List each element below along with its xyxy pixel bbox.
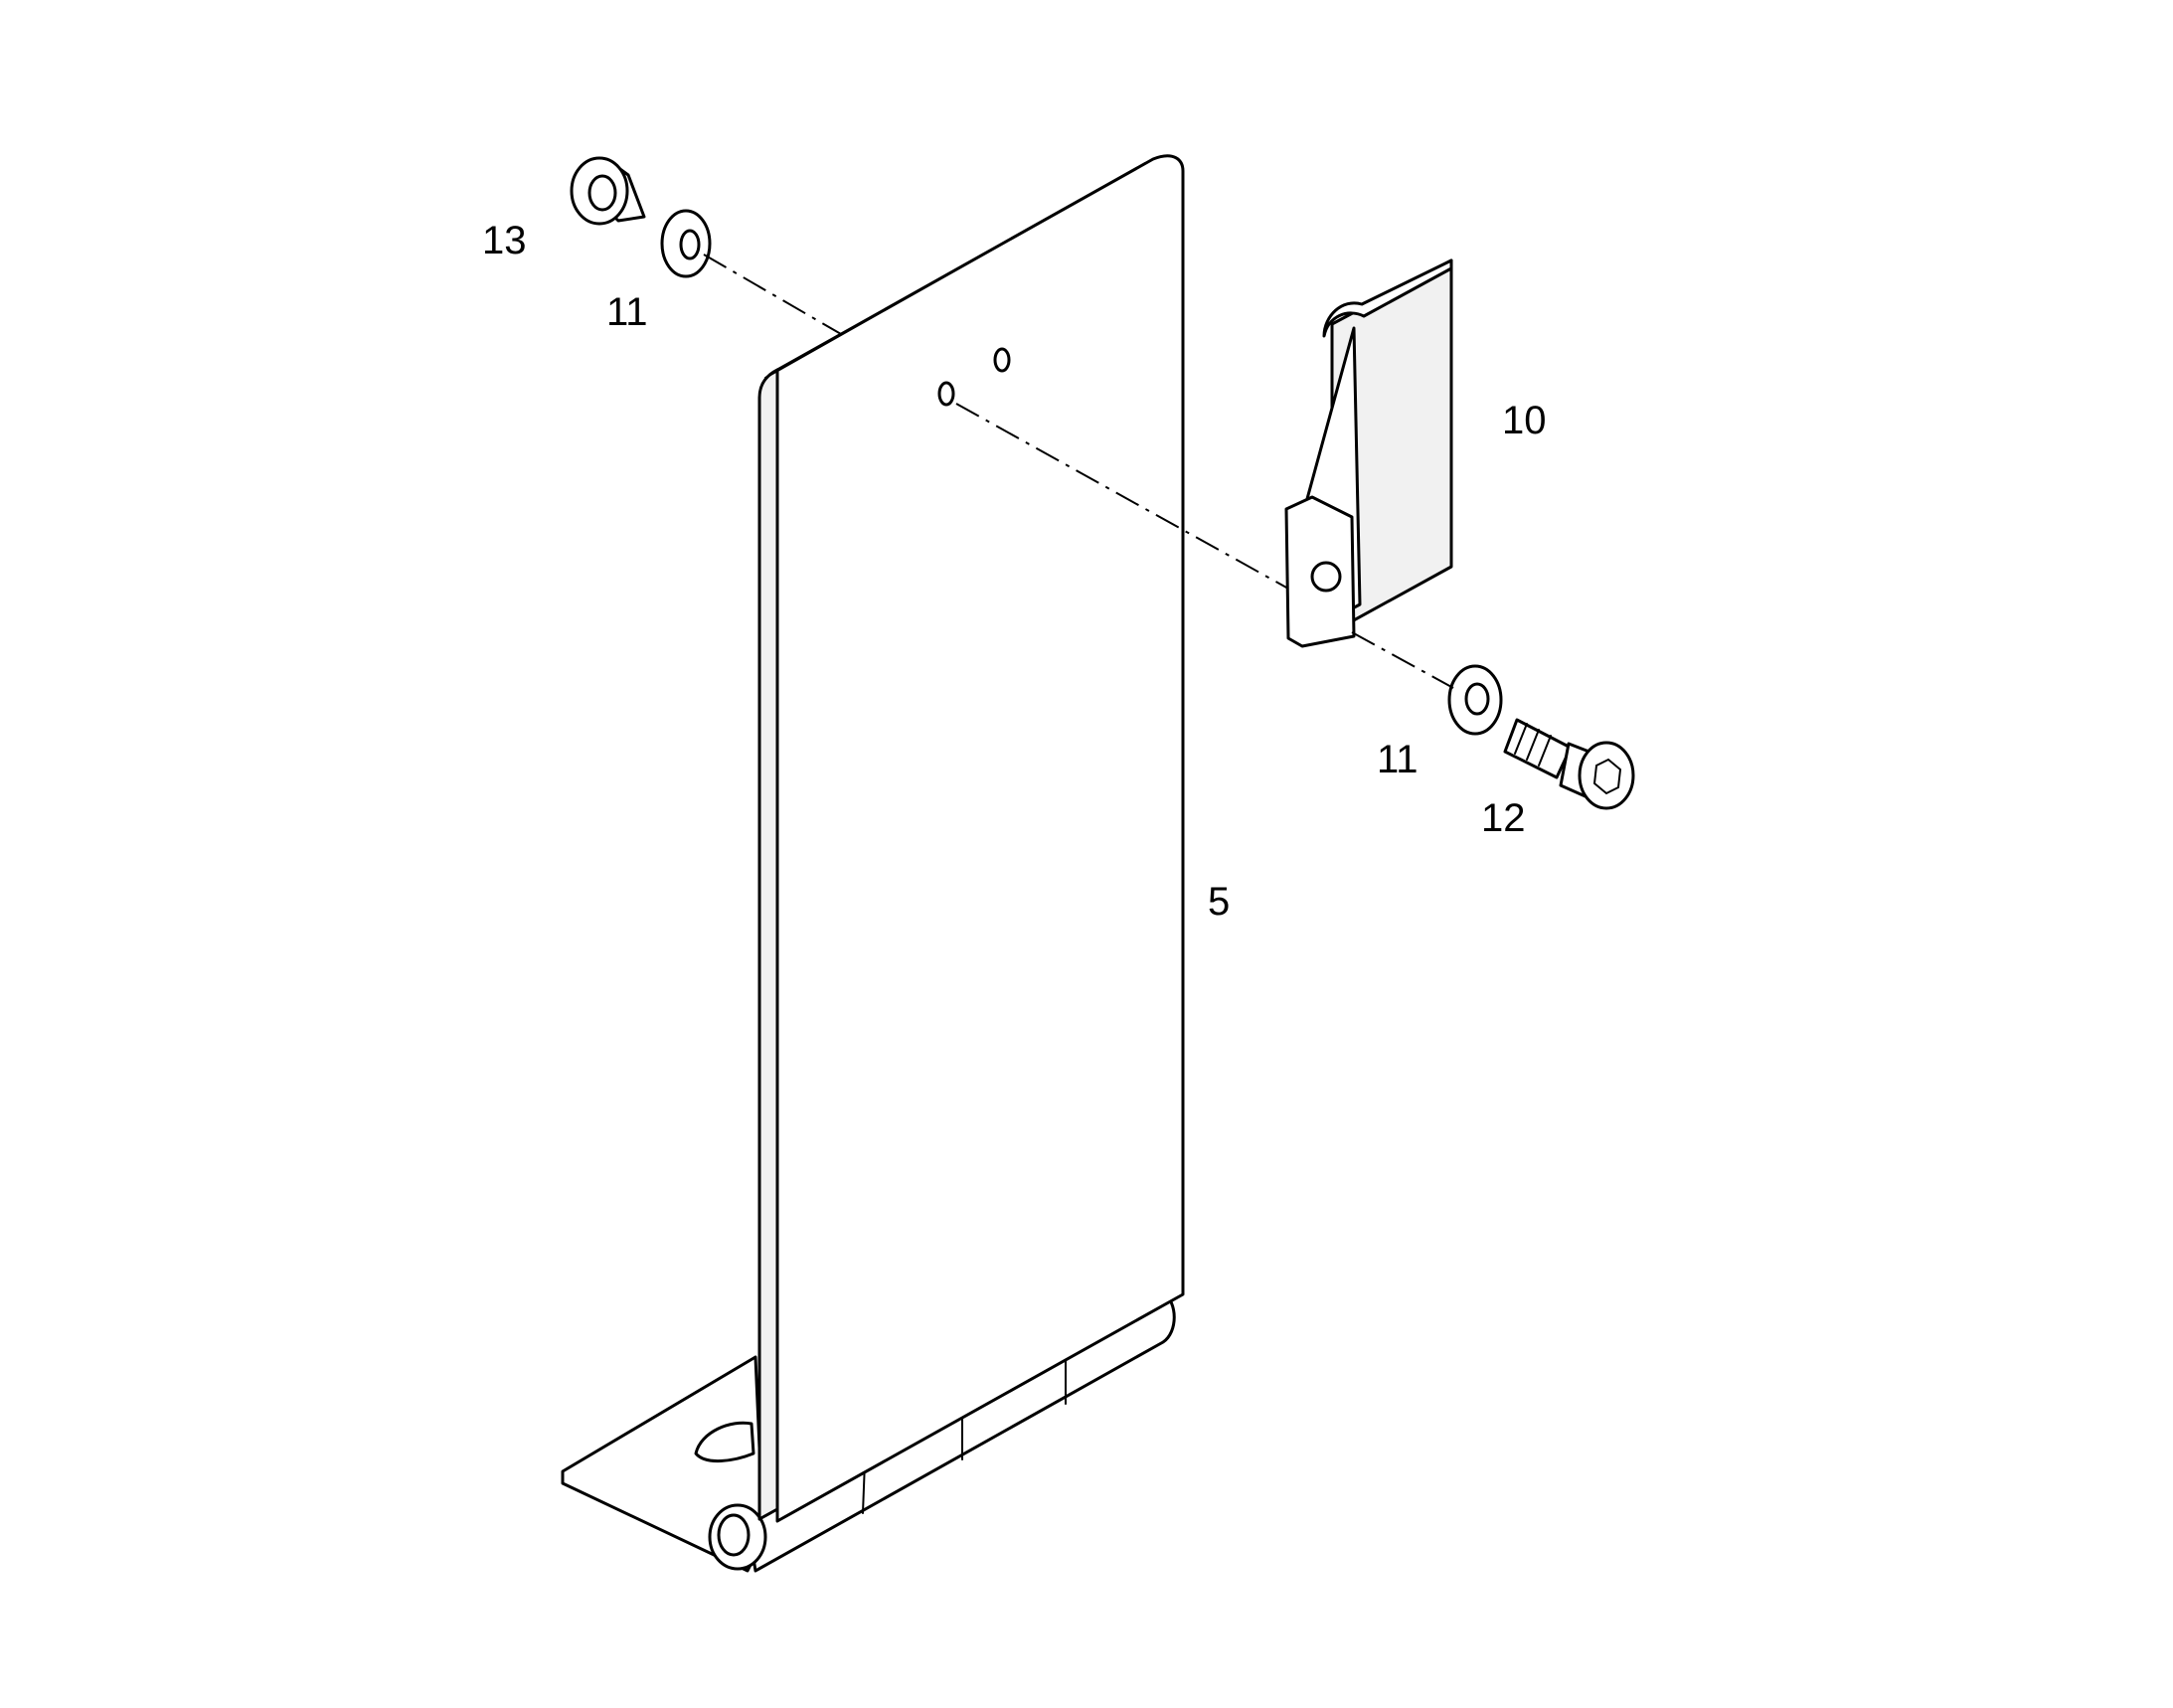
assembly-lines [703,254,1454,689]
bracket-part-10 [1284,258,1453,648]
washer-top-part-11 [660,209,712,278]
hinge-barrel-hole [717,1513,751,1557]
plate-hole [993,347,1011,373]
plate-hole [937,381,955,407]
plate-top-edge [764,162,1146,379]
plate-edge [757,368,779,1521]
callout-bracket: 10 [1502,399,1547,442]
screw-head-face [1578,741,1635,810]
hinge-plate-part-5 [561,154,1185,1573]
hinge-slot [694,1421,755,1463]
callout-screw: 12 [1481,796,1526,840]
washer-top-hole [679,229,701,260]
plate-face [775,154,1185,1523]
assembly-line-bottom [1351,631,1454,689]
thread-line [1538,735,1552,767]
callout-nut: 13 [482,219,527,262]
washer-bottom-part-11 [1447,664,1503,736]
screw-thread [1503,718,1573,779]
assembly-line-top [703,254,842,335]
callout-washer-bottom: 11 [1377,738,1419,781]
bracket-lip [1322,258,1453,338]
thread-line [1526,729,1540,761]
screw-hex-socket [1592,758,1622,795]
screw-part-12 [1503,718,1635,810]
thread-line [1514,723,1528,755]
callout-hinge-plate: 5 [1208,880,1231,924]
assembly-line-middle [955,403,1289,590]
hex-nut-part-13 [570,156,646,226]
bracket-tab-hole [1310,561,1342,593]
hex-nut-hole [587,174,617,212]
callout-washer-top: 11 [606,290,648,334]
washer-bottom-hole [1464,682,1490,716]
